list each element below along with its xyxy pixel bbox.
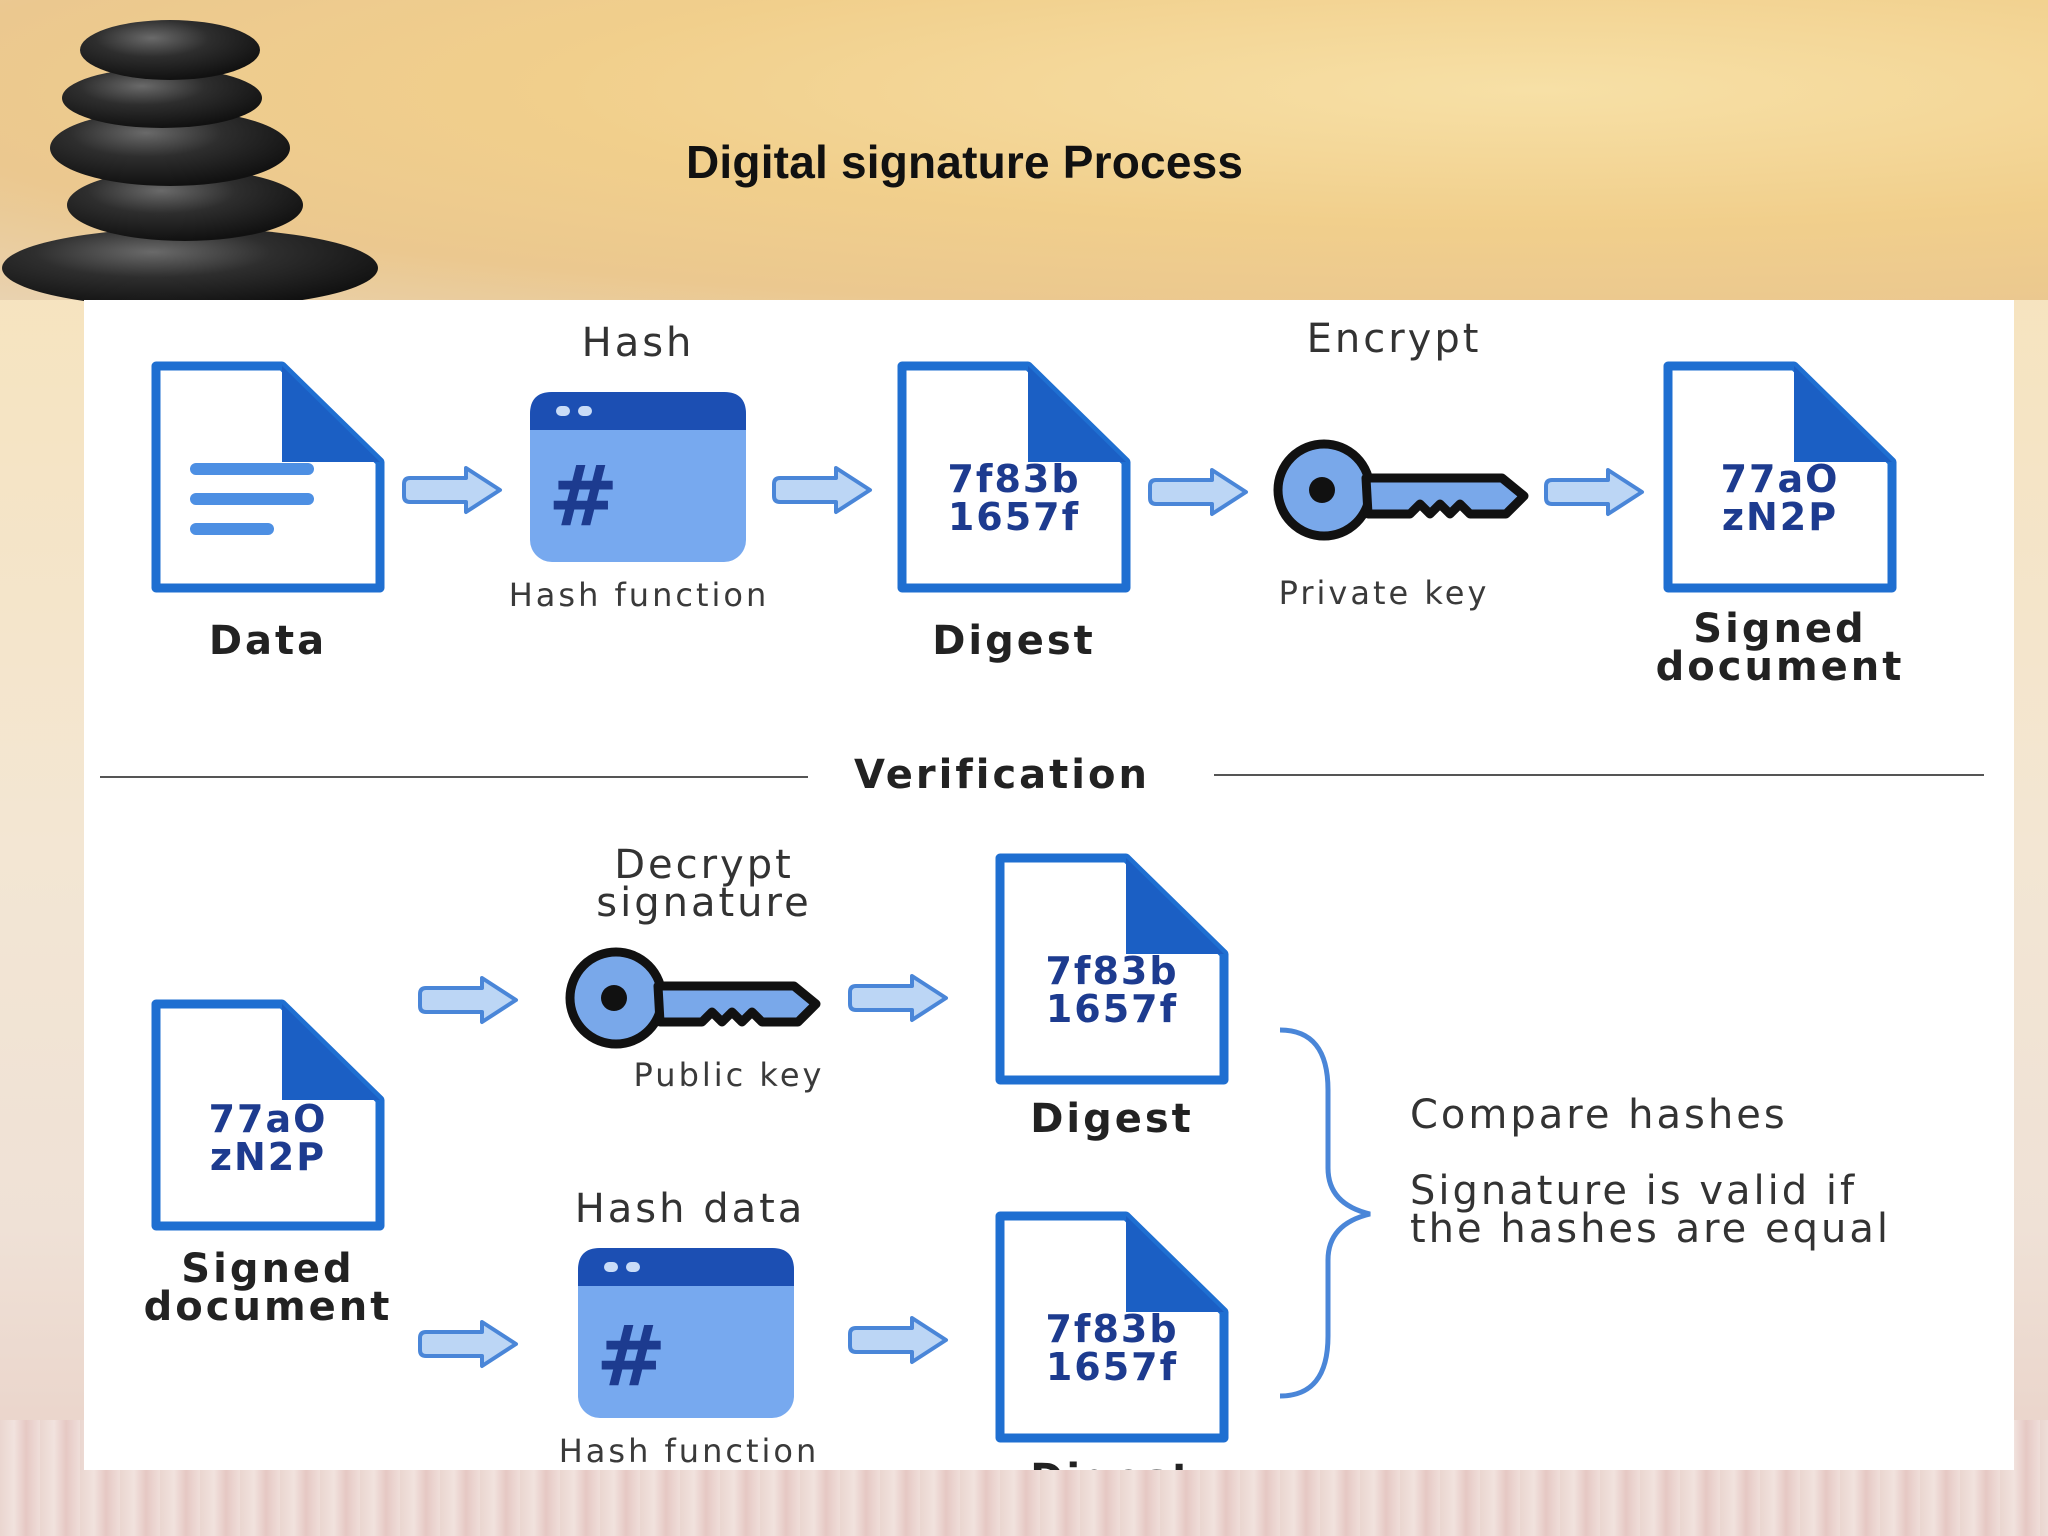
verify-digest-code-line1: 7f83b [1045, 949, 1179, 993]
digest-code-line2: 1657f [947, 495, 1081, 539]
arrow-right-icon [848, 1316, 948, 1364]
verification-divider-right [1214, 774, 1984, 776]
arrow-right-icon [1544, 468, 1644, 516]
arrow-right-icon [772, 466, 872, 514]
verification-divider-left [100, 776, 808, 778]
verify-hash-symbol: # [596, 1307, 667, 1405]
verify-digest2-code-line2: 1657f [1045, 1345, 1179, 1389]
arrow-right-icon [1148, 468, 1248, 516]
signed-code-line1: 77aO [1720, 457, 1840, 501]
signed-code-line2: zN2P [1721, 495, 1839, 539]
decrypt-label-line2: signature [596, 880, 812, 926]
arrow-right-icon [848, 974, 948, 1022]
verify-digest2-label: Digest [1012, 1456, 1212, 1470]
private-key-icon [1278, 444, 1524, 536]
doc-line-2 [190, 493, 314, 505]
data-label: Data [208, 618, 328, 664]
verify-digest-code-line2: 1657f [1045, 987, 1179, 1031]
decrypt-label-line1: Decrypt [614, 842, 794, 888]
verify-digest2-code-line1: 7f83b [1045, 1307, 1179, 1351]
doc-line-3 [190, 523, 274, 535]
verification-title: Verification [854, 752, 1150, 798]
arrow-right-icon [418, 976, 518, 1024]
digest-code-line1: 7f83b [947, 457, 1081, 501]
encrypt-step-label: Encrypt [1306, 316, 1482, 362]
hash-function-label: Hash function [508, 576, 770, 614]
verify-signed-code-line1: 77aO [208, 1097, 328, 1141]
signed-label-line1: Signed [1693, 606, 1867, 652]
doc-line-1 [190, 463, 314, 475]
private-key-label: Private key [1278, 574, 1490, 612]
diagram-graphics [84, 300, 2014, 1470]
compare-line1: Signature is valid if [1410, 1168, 1858, 1214]
hash-step-label: Hash [581, 320, 695, 366]
hash-data-label: Hash data [574, 1186, 806, 1232]
public-key-label: Public key [633, 1056, 825, 1094]
data-document-icon [156, 366, 380, 588]
digest-label: Digest [932, 618, 1096, 664]
arrow-right-icon [402, 466, 502, 514]
diagram-panel: Data Hash Hash function # 7f83b 1657f Di… [84, 300, 2014, 1470]
stacked-stones-image [2, 20, 378, 308]
verify-signed-label-line2: document [143, 1284, 393, 1330]
slide-title: Digital signature Process [686, 136, 1244, 188]
arrow-right-icon [418, 1320, 518, 1368]
compare-title: Compare hashes [1410, 1092, 1788, 1138]
compare-line2: the hashes are equal [1410, 1206, 1891, 1252]
public-key-icon [570, 952, 816, 1044]
curly-brace-icon [1279, 1027, 1371, 1399]
hash-symbol: # [548, 447, 619, 545]
verify-signed-label-line1: Signed [181, 1246, 355, 1292]
verify-hash-function-label: Hash function [558, 1432, 820, 1470]
verify-digest-label: Digest [1030, 1096, 1194, 1142]
verify-signed-code-line2: zN2P [209, 1135, 327, 1179]
signed-label-line2: document [1655, 644, 1905, 690]
